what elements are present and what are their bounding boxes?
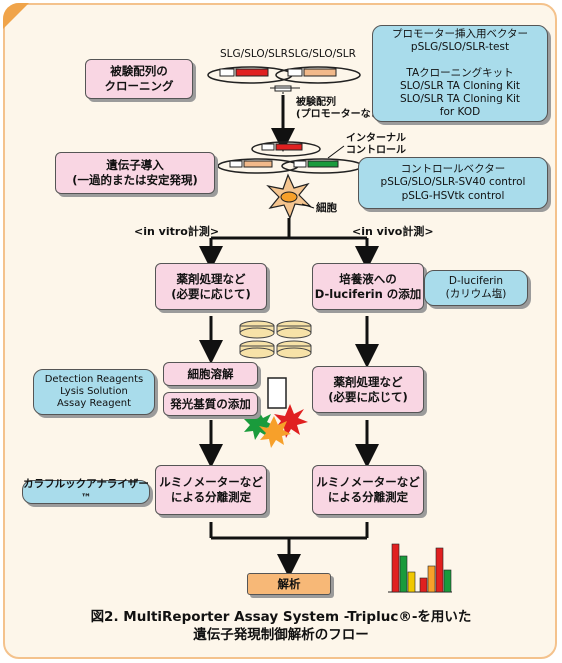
- cell-pointer: [301, 203, 315, 209]
- substrate-box: 発光基質の添加: [163, 392, 258, 416]
- tube-icon: [267, 377, 287, 409]
- vivo-drug-box: 薬剤処理など (必要に応じて): [312, 366, 424, 413]
- vivo-culture-box: 培養液への D-luciferin の添加: [312, 263, 424, 310]
- in-vivo-header: <in vivo計測>: [352, 225, 434, 238]
- plasmid-middle-left: [217, 158, 299, 174]
- vitro-drug-box: 薬剤処理など (必要に応じて): [155, 263, 267, 310]
- analysis-box: 解析: [247, 573, 331, 595]
- promoter-vector-box: プロモーター挿入用ベクター pSLG/SLO/SLR-test TAクローニング…: [372, 25, 548, 122]
- petri-dishes-icon: [239, 320, 312, 359]
- vitro-measure-box: ルミノメーターなど による分離測定: [155, 465, 267, 515]
- lysis-box: 細胞溶解: [163, 362, 258, 386]
- vivo-measure-box: ルミノメーターなど による分離測定: [312, 465, 424, 515]
- cell-star-icon: [266, 173, 312, 220]
- control-vector-box: コントロールベクター pSLG/SLO/SLR-SV40 control pSL…: [358, 157, 548, 209]
- internal-control-pointer: [327, 145, 345, 159]
- plasmid-left-top: [207, 66, 293, 84]
- figure-caption: 図2. MultiReporter Assay System -Tripluc®…: [0, 608, 562, 644]
- luciferin-box: D-luciferin (カリウム塩): [424, 270, 528, 306]
- plasmid-right-top: [275, 66, 361, 84]
- analyzer-box: カラフルックアナライザー™: [22, 478, 150, 504]
- insert-label: 被験配列 (プロモーターなど): [296, 97, 386, 120]
- insert-fragment: [270, 85, 300, 92]
- cloning-box: 被験配列の クローニング: [85, 59, 193, 99]
- internal-control-label: インターナル コントロール: [346, 133, 406, 156]
- cell-label: 細胞: [316, 202, 337, 214]
- plasmid-right-label: SLG/SLO/SLR: [288, 48, 356, 60]
- caption-line-1: 図2. MultiReporter Assay System -Tripluc®…: [90, 609, 472, 625]
- in-vitro-header: <in vitro計測>: [134, 225, 220, 238]
- plasmid-middle-upper: [251, 141, 321, 157]
- transfection-box: 遺伝子導入 (一過的または安定発現): [55, 152, 215, 194]
- caption-line-2: 遺伝子発現制御解析のフロー: [193, 627, 369, 644]
- plasmid-middle-right: [281, 158, 363, 174]
- luminescence-burst-icon: [243, 404, 308, 448]
- detection-reagents-box: Detection Reagents Lysis Solution Assay …: [33, 369, 155, 415]
- bar-chart-icon: [388, 543, 452, 593]
- plasmid-left-label: SLG/SLO/SLR: [220, 48, 288, 60]
